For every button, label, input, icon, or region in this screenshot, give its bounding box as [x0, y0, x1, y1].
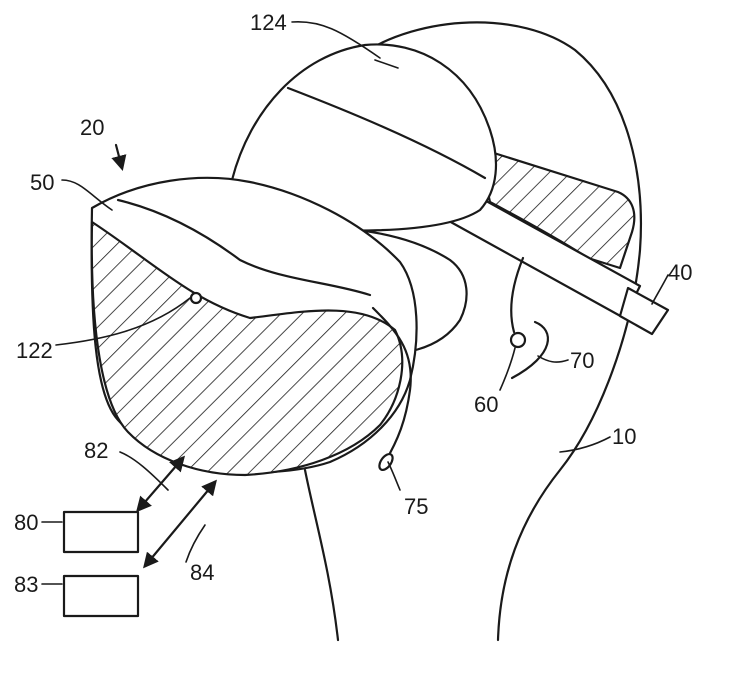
box-80 [64, 512, 138, 552]
ref-84: 84 [190, 560, 214, 585]
ref-70: 70 [570, 348, 594, 373]
ref-40: 40 [668, 260, 692, 285]
ref-75: 75 [404, 494, 428, 519]
ref-80: 80 [14, 510, 38, 535]
ref-50: 50 [30, 170, 54, 195]
ref-20: 20 [80, 115, 104, 140]
ref-83: 83 [14, 572, 38, 597]
box-83 [64, 576, 138, 616]
ref-60: 60 [474, 392, 498, 417]
ref-82: 82 [84, 438, 108, 463]
ref-124: 124 [250, 10, 287, 35]
ref-122: 122 [16, 338, 53, 363]
ref-10: 10 [612, 424, 636, 449]
